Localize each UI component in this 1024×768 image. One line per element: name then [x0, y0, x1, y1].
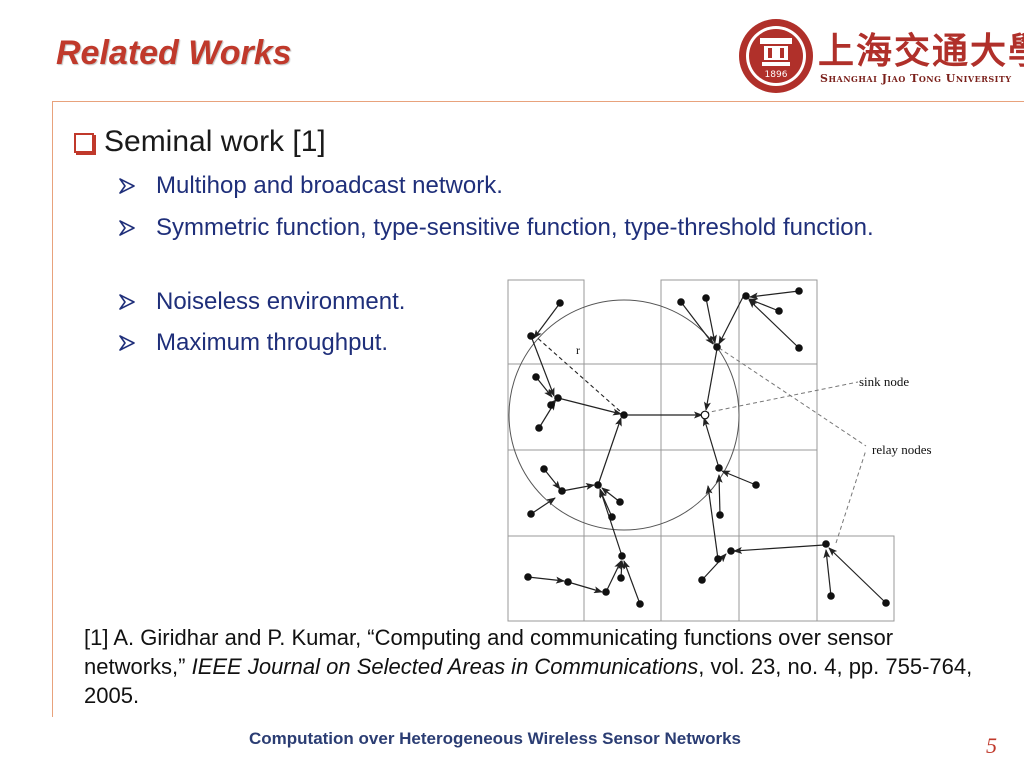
arrowhead-bullet-icon: [118, 170, 156, 202]
links-to-labels: [704, 347, 867, 544]
university-seal-icon: 1896: [739, 19, 813, 93]
sub-bullet: Maximum throughput.: [118, 327, 916, 359]
network-diagram: r sink node relay nodes: [507, 279, 932, 622]
reference-citation: [1] A. Giridhar and P. Kumar, “Computing…: [84, 623, 994, 710]
sub-bullet: Multihop and broadcast network.: [118, 170, 916, 202]
page-number: 5: [986, 733, 997, 758]
reference-text: [1] A. Giridhar and P. Kumar, “Computing…: [84, 625, 894, 679]
sub-bullet: Symmetric function, type-sensitive funct…: [118, 212, 916, 244]
slide-footer: Computation over Heterogeneous Wireless …: [248, 729, 742, 748]
sink-node: [700, 410, 710, 420]
relay-nodes-label: relay nodes: [872, 442, 932, 457]
sub-bullet: Noiseless environment.: [118, 286, 916, 318]
title-divider: [52, 101, 1024, 102]
university-name-chinese: 上海交通大學: [818, 30, 1024, 72]
university-name-english: Shanghai Jiao Tong University: [820, 72, 1012, 85]
left-divider: [52, 101, 53, 717]
arrowhead-bullet-icon: [118, 212, 156, 244]
radius-label: r: [576, 343, 580, 357]
arrowhead-bullet-icon: [118, 327, 156, 359]
main-bullet: Seminal work [1]: [74, 125, 326, 159]
sub-bullet-text: Symmetric function, type-sensitive funct…: [156, 214, 874, 241]
sub-bullet-text: Noiseless environment.: [156, 288, 406, 315]
radius-line: [532, 333, 622, 413]
checkbox-square-icon: [74, 133, 94, 153]
slide-title: Related Works: [56, 34, 292, 72]
sink-node-label: sink node: [859, 374, 909, 389]
svg-text:1896: 1896: [765, 70, 788, 80]
communication-range-circle: [508, 299, 740, 531]
reference-details: , vol. 23, no. 4, pp. 755-764, 2005.: [84, 654, 973, 708]
university-logo: 1896 上海交通大學 Shanghai Jiao Tong Universit…: [736, 16, 1024, 94]
reference-journal: IEEE Journal on Selected Areas in Commun…: [191, 654, 699, 679]
sub-bullet-text: Multihop and broadcast network.: [156, 172, 503, 199]
grid: [507, 279, 895, 622]
sub-bullet-text: Maximum throughput.: [156, 329, 389, 356]
edges: [527, 290, 887, 605]
nodes: [524, 287, 890, 608]
main-bullet-text: Seminal work [1]: [104, 125, 326, 158]
arrowhead-bullet-icon: [118, 286, 156, 318]
